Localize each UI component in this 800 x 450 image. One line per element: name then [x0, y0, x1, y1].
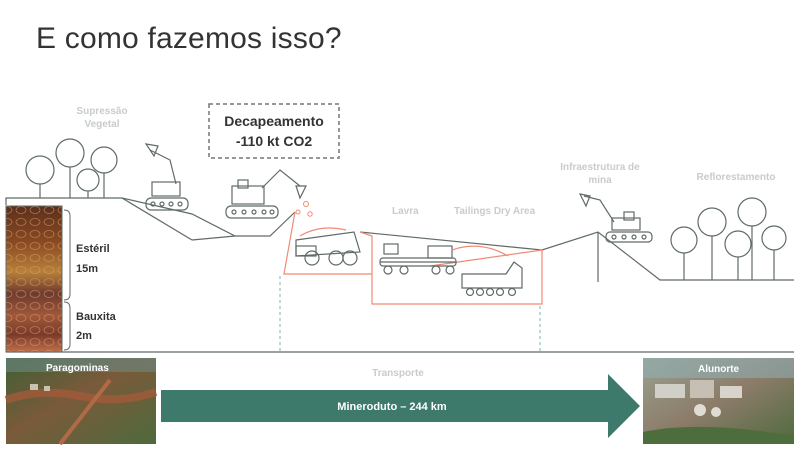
bauxita-label: Bauxita [76, 311, 117, 323]
transporte-label: Transporte [372, 368, 424, 379]
excavator-icon [225, 169, 307, 219]
excavator-icon [144, 143, 189, 211]
slide-title: E como fazemos isso? [36, 22, 342, 55]
esteril-depth: 15m [76, 263, 98, 275]
reflorestamento-label: Reflorestamento [697, 172, 776, 183]
destination-label: Alunorte [698, 364, 740, 375]
decapeamento-callout: Decapeamento -110 kt CO2 [208, 103, 340, 159]
haul-truck-icon [295, 227, 361, 266]
supressao-label-line2: Vegetal [84, 119, 119, 130]
pit-highlight [283, 211, 543, 305]
dump-truck-icon [461, 261, 523, 297]
excavator-icon [578, 193, 653, 243]
soil-profile: Estéril 15m Bauxita 2m [5, 205, 117, 353]
decapeamento-co2: -110 kt CO2 [236, 133, 312, 149]
origin-label: Paragominas [46, 363, 109, 374]
pipeline-arrow: Mineroduto – 244 km [161, 374, 640, 438]
lavra-label: Lavra [392, 206, 419, 217]
alunorte-photo: Alunorte [643, 358, 794, 444]
tailings-label: Tailings Dry Area [454, 206, 536, 217]
esteril-label: Estéril [76, 243, 110, 255]
decapeamento-label: Decapeamento [224, 113, 324, 129]
dashed-guides [279, 276, 541, 352]
paragominas-photo: Paragominas [4, 358, 158, 446]
pipeline-label: Mineroduto – 244 km [337, 401, 447, 413]
terrain-outline [5, 197, 794, 353]
supressao-label-line1: Supressão [76, 106, 127, 117]
stage-labels: Supressão Vegetal Lavra Tailings Dry Are… [76, 106, 775, 217]
infra-label-line1: Infraestrutura de [560, 162, 640, 173]
tree-icon [25, 138, 118, 198]
infra-label-line2: mina [588, 175, 612, 186]
bauxita-depth: 2m [76, 330, 92, 342]
transport-section: Transporte Paragominas Mineroduto – 244 … [4, 358, 794, 446]
tree-icon [670, 197, 787, 280]
debris-icon [295, 201, 313, 217]
loader-icon [379, 243, 509, 275]
